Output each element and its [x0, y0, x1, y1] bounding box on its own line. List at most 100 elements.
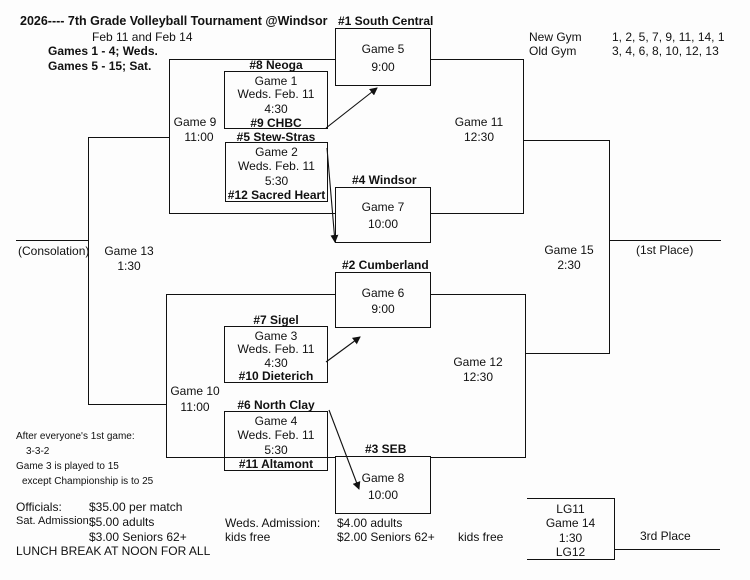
bracket-line — [430, 59, 524, 61]
bracket-line — [169, 59, 171, 214]
bracket-line — [166, 294, 168, 458]
bracket-line — [430, 457, 526, 459]
new-gym-label: New Gym — [529, 30, 582, 44]
game-name: Game 7 — [361, 200, 405, 214]
game-day: Weds. Feb. 11 — [237, 428, 315, 442]
sat-admission-label: Sat. Admission: — [16, 515, 92, 527]
game-name: Game 4 — [254, 414, 298, 428]
new-gym-games: 1, 2, 5, 7, 9, 11, 14, 1 — [612, 31, 725, 43]
game-name: Game 1 — [254, 74, 298, 88]
bracket-line — [525, 353, 610, 355]
game-7-box: Game 7 10:00 — [335, 187, 431, 243]
game-time: 1:30 — [558, 531, 583, 545]
bracket-line — [166, 294, 336, 296]
loser-game-11: LG11 — [556, 502, 585, 516]
game-name: Game 8 — [361, 471, 405, 485]
games-weds-note: Games 1 - 4; Weds. — [48, 44, 158, 58]
note-line: 3-3-2 — [26, 446, 50, 457]
game-2-box: Game 2 Weds. Feb. 11 5:30 #12 Sacred Hea… — [225, 142, 328, 202]
game-13-time: 1:30 — [117, 259, 141, 273]
team-label: #11 Altamont — [238, 457, 314, 471]
game-11-time: 12:30 — [463, 130, 495, 144]
team-label: #9 CHBC — [250, 116, 302, 130]
game-10-name: Game 10 — [170, 384, 220, 398]
bracket-line — [166, 457, 336, 459]
bracket-line — [88, 137, 90, 405]
game-time: 5:30 — [264, 443, 288, 457]
consolation-label: (Consolation) — [18, 244, 90, 258]
third-place-label: 3rd Place — [640, 529, 691, 543]
game-name: Game 5 — [361, 42, 405, 56]
game-time: 10:00 — [367, 217, 399, 231]
game-time: 5:30 — [264, 174, 289, 188]
team-label: #5 Stew-Stras — [236, 130, 316, 144]
kids-free-sat: kids free — [458, 530, 504, 544]
game-time: 9:00 — [371, 60, 395, 74]
bracket-line — [609, 140, 611, 354]
game-14-box: LG11 Game 14 1:30 LG12 — [527, 498, 615, 560]
team-label: #12 Sacred Heart — [227, 188, 326, 202]
game-12-time: 12:30 — [462, 370, 494, 384]
bracket-line — [523, 59, 525, 214]
game-11-name: Game 11 — [454, 115, 504, 129]
game-4-box: Game 4 Weds. Feb. 11 5:30 #11 Altamont — [224, 411, 328, 471]
team-label: #1 South Central — [338, 14, 434, 28]
arrow-g2-to-g7 — [326, 147, 339, 243]
game-time: 9:00 — [371, 302, 395, 316]
weds-seniors-price: $2.00 Seniors 62+ — [337, 530, 435, 544]
game-time: 10:00 — [367, 488, 399, 502]
bracket-line — [430, 294, 526, 296]
lunch-note: LUNCH BREAK AT NOON FOR ALL — [16, 544, 211, 558]
arrow-g4-to-g8 — [328, 409, 361, 490]
weds-admission-label: Weds. Admission: — [225, 516, 321, 530]
team-label: #2 Cumberland — [342, 258, 429, 272]
game-day: Weds. Feb. 11 — [237, 342, 315, 356]
sat-seniors-price: $3.00 Seniors 62+ — [89, 530, 187, 544]
game-13-name: Game 13 — [104, 244, 154, 258]
officials-label: Officials: — [16, 500, 62, 514]
game-day: Weds. Feb. 11 — [238, 159, 315, 173]
game-12-name: Game 12 — [453, 355, 503, 369]
arrow-g3-to-g6 — [325, 336, 361, 363]
bracket-line — [88, 404, 167, 406]
game-6-box: Game 6 9:00 — [335, 272, 431, 328]
game-10-time: 11:00 — [180, 400, 210, 414]
team-label: #8 Neoga — [249, 58, 303, 72]
team-label: #6 North Clay — [237, 398, 315, 412]
game-name: Game 3 — [254, 329, 298, 343]
team-label: #3 SEB — [365, 442, 407, 456]
game-9-time: 11:00 — [184, 130, 214, 144]
team-label: #4 Windsor — [352, 173, 417, 187]
game-name: Game 2 — [255, 145, 298, 159]
game-name: Game 6 — [361, 286, 405, 300]
game-1-box: Game 1 Weds. Feb. 11 4:30 #9 CHBC — [224, 71, 328, 129]
game-time: 4:30 — [264, 102, 288, 116]
game-15-name: Game 15 — [544, 243, 594, 257]
sat-adults-price: $5.00 adults — [89, 515, 155, 529]
game-9-name: Game 9 — [173, 115, 217, 129]
bracket-line — [614, 549, 720, 551]
game-8-box: Game 8 10:00 — [335, 456, 431, 514]
team-label: #7 Sigel — [253, 313, 299, 327]
note-line: except Championship is to 25 — [22, 476, 154, 487]
old-gym-games: 3, 4, 6, 8, 10, 12, 13 — [612, 44, 719, 58]
game-day: Weds. Feb. 11 — [237, 87, 315, 101]
tournament-dates: Feb 11 and Feb 14 — [92, 30, 193, 44]
loser-game-12: LG12 — [555, 545, 586, 559]
kids-free-weds: kids free — [225, 530, 271, 544]
game-time: 4:30 — [264, 356, 288, 370]
team-label: #10 Dieterich — [238, 369, 314, 383]
bracket-line — [609, 240, 721, 242]
officials-fee: $35.00 per match — [89, 500, 183, 514]
weds-adults-price: $4.00 adults — [337, 516, 403, 530]
bracket-line — [169, 59, 336, 61]
game-15-time: 2:30 — [557, 258, 581, 272]
bracket-line — [523, 140, 610, 142]
arrow-g1-to-g5 — [325, 87, 378, 129]
old-gym-label: Old Gym — [529, 44, 577, 58]
bracket-line — [88, 137, 170, 139]
tournament-title: 2026---- 7th Grade Volleyball Tournament… — [20, 14, 328, 28]
note-line: Game 3 is played to 15 — [16, 461, 119, 472]
note-line: After everyone's 1st game: — [16, 431, 135, 442]
